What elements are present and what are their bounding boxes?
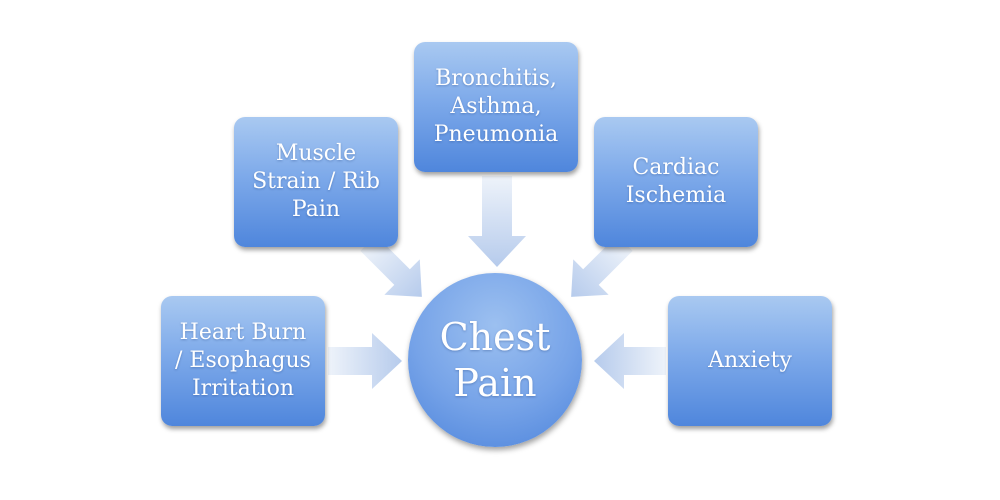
cause-label-heart-burn: Heart Burn / Esophagus Irritation — [175, 320, 311, 401]
arrow-muscle-to-center — [360, 235, 422, 297]
arrow-heartburn-to-center — [328, 333, 402, 389]
cause-box-heart-burn: Heart Burn / Esophagus Irritation — [161, 296, 325, 426]
arrow-cardiac-to-center — [571, 235, 633, 297]
center-label: Chest Pain — [439, 315, 551, 405]
cause-label-cardiac: Cardiac Ischemia — [625, 155, 727, 208]
cause-label-bronchitis: Bronchitis, Asthma, Pneumonia — [433, 66, 559, 147]
cause-label-muscle-strain: Muscle Strain / Rib Pain — [252, 141, 380, 222]
cause-box-bronchitis: Bronchitis, Asthma, Pneumonia — [414, 42, 578, 172]
cause-box-muscle-strain: Muscle Strain / Rib Pain — [234, 117, 398, 247]
arrow-anxiety-to-center — [594, 333, 666, 389]
arrow-bronchitis-to-center — [468, 176, 526, 267]
cause-box-cardiac: Cardiac Ischemia — [594, 117, 758, 247]
cause-box-anxiety: Anxiety — [668, 296, 832, 426]
cause-label-anxiety: Anxiety — [708, 348, 792, 373]
center-node-chest-pain: Chest Pain — [408, 273, 582, 447]
